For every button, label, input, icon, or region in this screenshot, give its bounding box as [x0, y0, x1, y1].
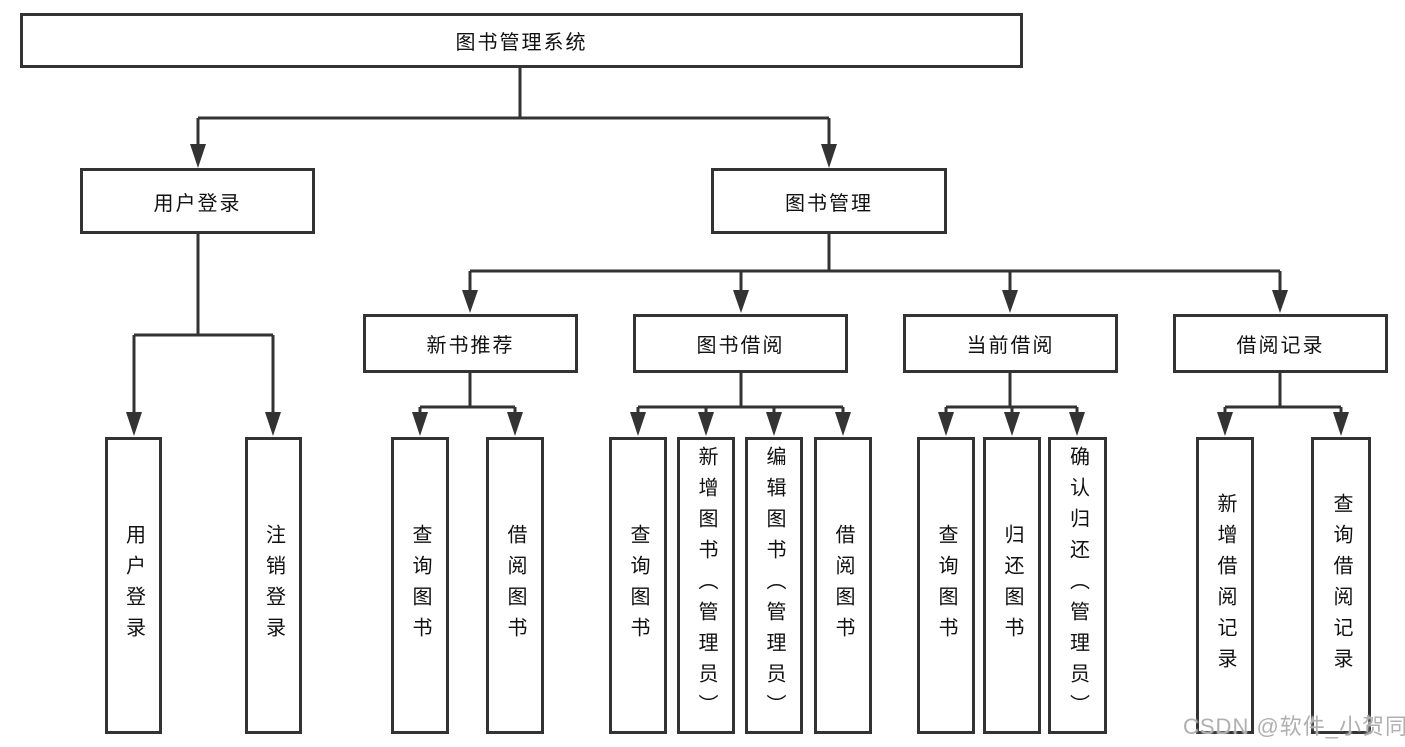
leaf-user-login: 用户登录 [105, 437, 162, 734]
node-label: 当前借阅 [966, 335, 1055, 357]
arrowheads [126, 144, 1349, 436]
node-label: 图书借阅 [696, 335, 785, 357]
leaf-query-books-recommend: 查询图书 [391, 437, 449, 734]
leaf-query-borrow-record: 查询借阅记录 [1311, 437, 1371, 734]
node-label: 图书管理系统 [455, 32, 588, 54]
node-label: 新书推荐 [426, 335, 515, 357]
node-label: 图书管理 [785, 192, 873, 215]
node-new-book-recommend: 新书推荐 [363, 314, 578, 373]
node-book-management: 图书管理 [711, 168, 947, 234]
leaf-edit-book-admin: 编辑图书（管理员） [745, 437, 803, 734]
leaf-query-books-borrowing: 查询图书 [609, 437, 667, 734]
leaf-borrow-books-borrowing: 借阅图书 [814, 437, 872, 734]
node-label: 查询图书 [627, 523, 649, 648]
node-borrow-records: 借阅记录 [1173, 314, 1388, 373]
leaf-add-borrow-record: 新增借阅记录 [1196, 437, 1254, 734]
node-label: 用户登录 [153, 192, 242, 215]
node-label: 查询借阅记录 [1330, 492, 1352, 679]
leaf-borrow-books-recommend: 借阅图书 [486, 437, 544, 734]
node-label: 注销登录 [262, 523, 285, 648]
node-label: 借阅记录 [1236, 335, 1325, 357]
node-book-borrowing: 图书借阅 [633, 314, 848, 373]
leaf-confirm-return-admin: 确认归还（管理员） [1048, 437, 1107, 734]
node-current-borrowing: 当前借阅 [903, 314, 1118, 373]
leaf-logout: 注销登录 [245, 437, 302, 734]
leaf-add-book-admin: 新增图书（管理员） [677, 437, 735, 734]
node-library-management-system: 图书管理系统 [20, 13, 1023, 68]
node-label: 新增借阅记录 [1214, 492, 1236, 679]
node-user-login: 用户登录 [80, 168, 315, 234]
node-label: 编辑图书（管理员） [763, 446, 785, 725]
csdn-watermark: CSDN @软件_小贺同学 [1183, 714, 1405, 739]
node-label: 确认归还（管理员） [1066, 446, 1089, 725]
node-label: 查询图书 [935, 523, 957, 648]
node-label: 归还图书 [1001, 523, 1023, 648]
leaf-return-book: 归还图书 [983, 437, 1041, 734]
node-label: 用户登录 [122, 523, 145, 648]
node-label: 借阅图书 [504, 523, 526, 648]
node-label: 新增图书（管理员） [695, 446, 717, 725]
node-label: 借阅图书 [832, 523, 854, 648]
node-label: 查询图书 [409, 523, 431, 648]
leaf-query-books-current: 查询图书 [917, 437, 975, 734]
